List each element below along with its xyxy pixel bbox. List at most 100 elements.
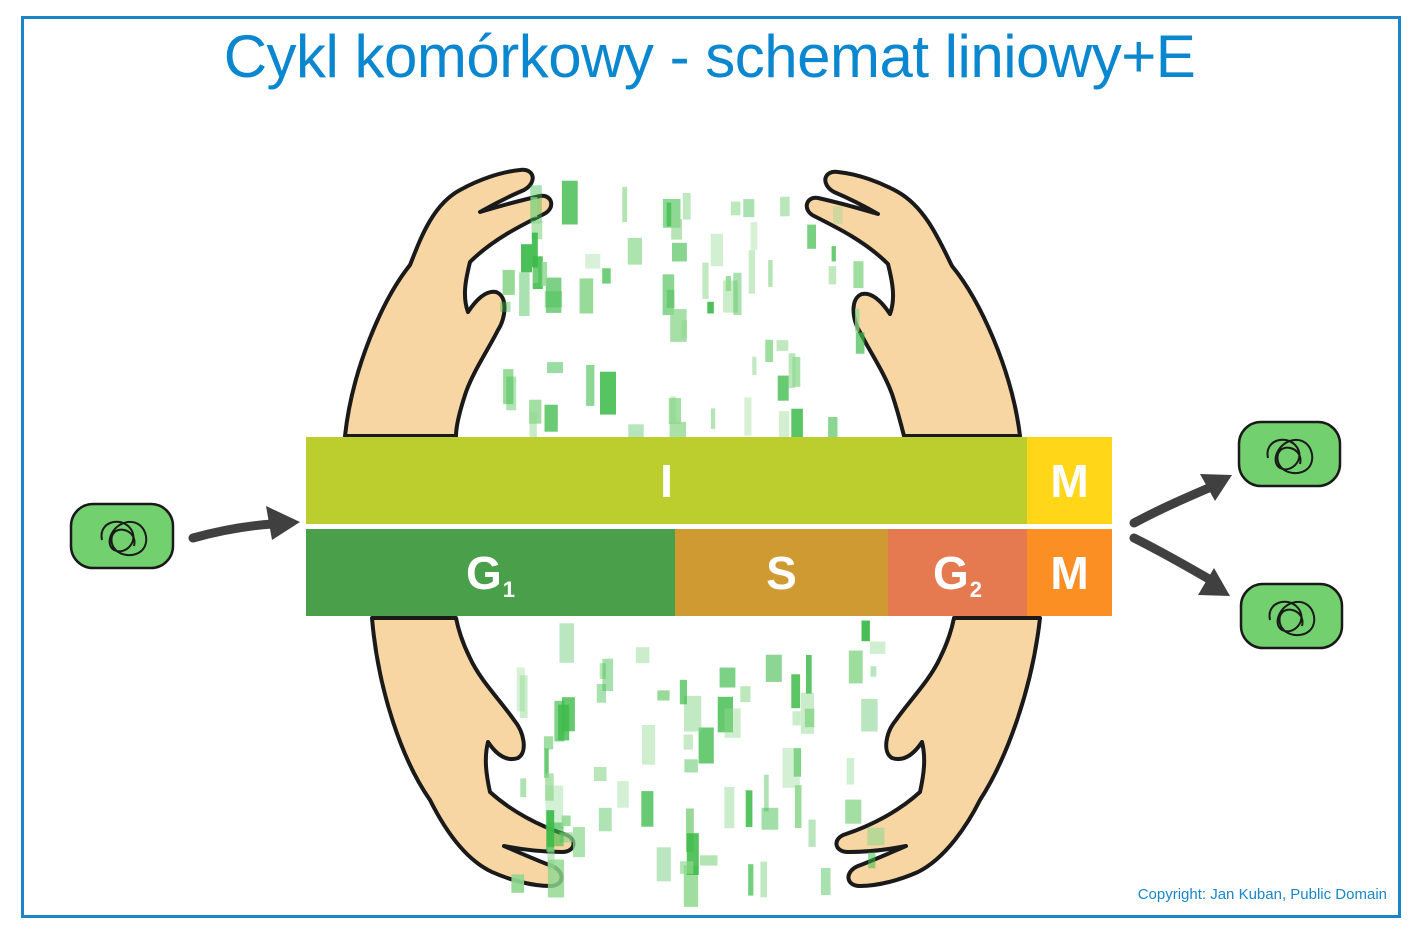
particle [641,791,654,827]
particle [519,675,528,718]
particle [867,827,885,846]
particle [511,874,525,893]
particle [804,708,815,728]
particle [684,759,698,773]
particle [764,774,769,812]
particle [684,695,702,732]
particle [761,807,779,830]
particle [846,758,855,785]
particle [760,861,767,898]
particle [868,852,876,869]
chromosome-tangle-icon [100,520,148,557]
phase-interphase: I [306,437,1027,524]
particle [529,411,537,452]
particle-streaks [500,180,886,907]
particle [670,309,687,342]
hand-lower-left [370,616,576,888]
copyright-notice: Copyright: Jan Kuban, Public Domain [1137,886,1387,903]
phase-label-interphase: I [660,454,673,507]
particle [506,376,517,411]
particle [519,272,530,316]
phase-label-mitosis-bottom: M [1050,546,1089,599]
particle [662,274,675,316]
particle [668,398,681,424]
page-title: Cykl komórkowy - schemat liniowy+E [223,23,1196,90]
particle [547,859,565,898]
particle [521,244,532,273]
particle [748,864,754,896]
particle [545,277,562,313]
particle [788,353,796,389]
phase-g1: G1 [306,529,675,616]
particle [791,674,801,709]
particle [831,246,836,262]
particle [820,868,831,895]
arrowheads [266,474,1232,596]
particle [682,193,691,220]
particle [743,199,755,218]
particle [559,832,573,843]
particle [792,711,801,726]
phase-label-g1: G1 [465,546,516,602]
particle [869,641,886,654]
arrow-output-top [1129,479,1223,528]
particle [776,340,789,351]
particle [529,399,542,424]
particle [561,815,571,827]
hand-lower-right [834,616,1042,888]
phase-g2: G2 [888,529,1027,616]
particle [768,260,773,287]
particle [627,237,642,265]
particle [544,404,558,432]
particle [547,362,563,374]
particle [848,650,863,684]
particle [700,855,718,866]
particle [520,778,527,798]
particle [800,692,815,734]
particle [724,786,735,829]
particle [855,332,865,354]
particle [724,708,741,738]
phase-s: S [675,529,888,616]
particle [617,781,629,808]
particle [807,224,816,249]
particle [792,356,801,387]
particle [806,654,812,694]
particle [533,268,539,284]
particle [561,180,578,225]
chromosome-tangle-icon [1266,438,1314,475]
phase-label-mitosis-top: M [1050,454,1089,507]
particle [541,262,548,286]
arrowhead-output-bottom [1198,568,1230,596]
particle [544,748,549,778]
particle [683,734,693,750]
particle [765,654,782,682]
particle [733,272,742,315]
cell-output-bottom [1239,582,1344,650]
particle [855,308,860,332]
chromosome-tangle-icon [1268,600,1316,637]
particle [710,408,716,429]
particle [586,365,595,406]
particle [717,696,733,733]
arrowhead-input [266,506,300,540]
particle [554,700,565,742]
particle [579,278,594,314]
particle [516,667,525,712]
particle [833,206,843,224]
particle [598,807,612,832]
particle [782,747,800,788]
particle [530,197,538,218]
particle [500,301,511,312]
particle [543,736,554,750]
hand-upper-left [343,167,554,438]
particle [502,269,515,295]
phase-mitosis-top: M [1027,437,1112,524]
particle [531,232,538,268]
particle [861,620,870,642]
particle [791,408,803,453]
particle [870,666,877,677]
particle [572,827,585,858]
particle [531,220,543,240]
